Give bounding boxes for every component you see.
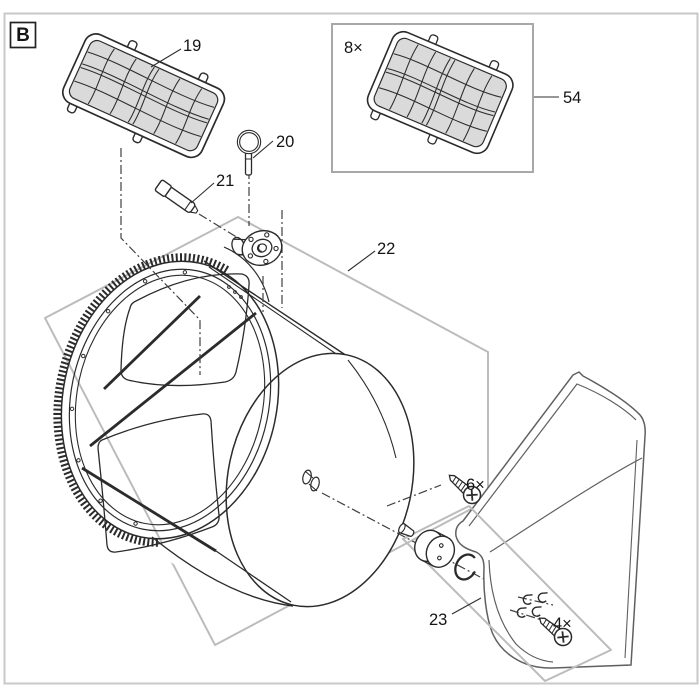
- view-label: B: [16, 25, 30, 46]
- retaining-ring: [454, 553, 478, 581]
- clip-fasteners: [509, 592, 554, 621]
- drum-interior-structure: [81, 246, 292, 603]
- callout-21: 21: [216, 172, 234, 190]
- drum-axle-stub: [302, 469, 320, 492]
- mesh-grid: [379, 44, 502, 142]
- quantity-4x: 4×: [553, 615, 572, 633]
- inset-quantity-label: 8×: [344, 39, 363, 57]
- mesh-panel-19: [61, 33, 226, 159]
- quantity-6x: 6×: [466, 476, 485, 494]
- view-label-badge: B: [9, 21, 37, 49]
- bearing-bushing: [414, 529, 456, 568]
- push-clip: [516, 607, 527, 618]
- callout-labels: 19 20 21 22 23 54 6× 4×: [183, 37, 581, 633]
- locking-pin: [154, 179, 199, 214]
- construction-plane-large: [44, 216, 489, 646]
- callout-19: 19: [183, 37, 201, 55]
- tank-housing: [455, 371, 646, 669]
- screw-4x: [538, 617, 573, 647]
- inset-box: 8×: [331, 23, 534, 173]
- rivet-holes: [69, 270, 188, 526]
- mesh-panel-54: [366, 30, 514, 155]
- ring-pin: [236, 129, 262, 176]
- drum-assembly: [53, 246, 415, 608]
- callout-54: 54: [563, 89, 581, 107]
- push-clip: [531, 606, 542, 617]
- drum-gear-ring: [53, 253, 280, 547]
- bearing-kit-parts: [398, 523, 478, 581]
- construction-plane-small: [402, 505, 612, 682]
- push-clip: [522, 594, 533, 605]
- drum-back-face: [225, 352, 415, 608]
- centerlines: [120, 148, 498, 587]
- leader-lines: [150, 48, 559, 615]
- callout-23: 23: [429, 611, 447, 629]
- push-clip: [537, 592, 548, 603]
- mesh-grid: [74, 48, 215, 145]
- screw-6x: [448, 474, 482, 505]
- callout-20: 20: [276, 133, 294, 151]
- drum-bearing-flange: [231, 229, 283, 267]
- callout-22: 22: [377, 240, 395, 258]
- bearing-plug: [398, 523, 415, 537]
